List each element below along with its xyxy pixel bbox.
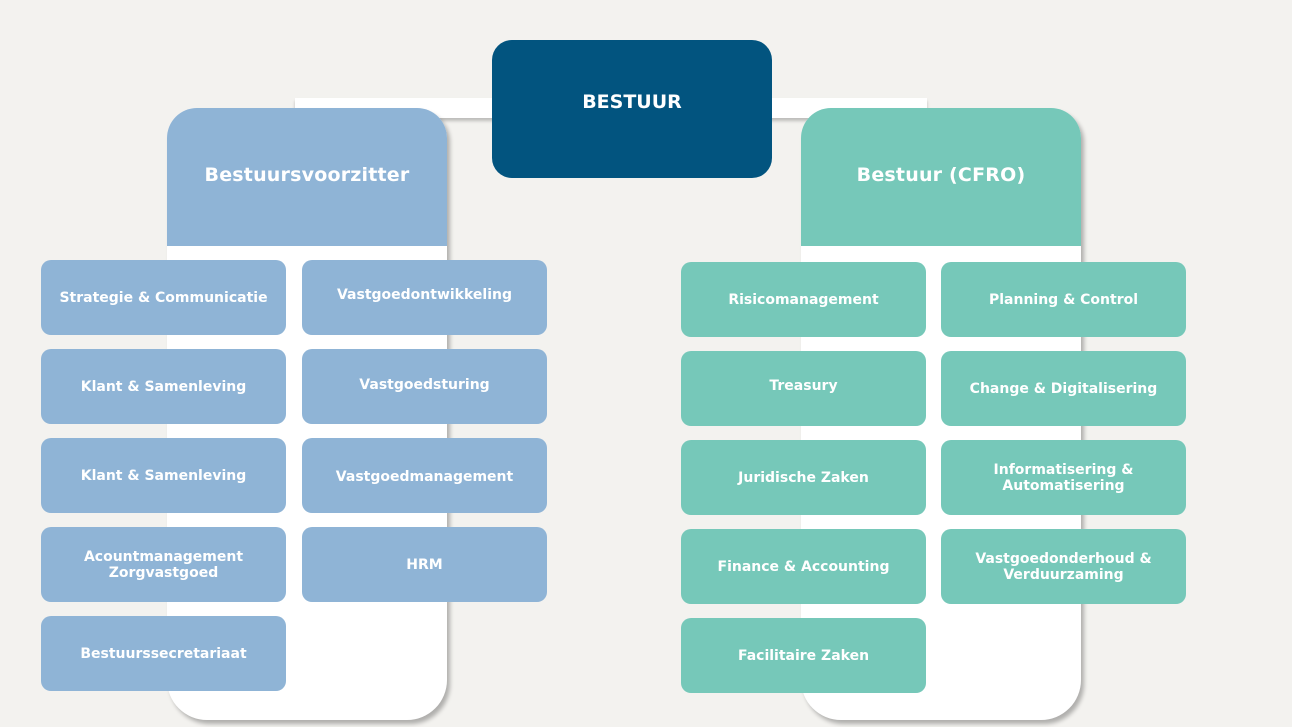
org-unit-label: Risicomanagement [728, 291, 879, 308]
org-unit[interactable]: Facilitaire Zaken [681, 618, 926, 693]
org-unit[interactable]: Vastgoedonderhoud & Verduurzaming [941, 529, 1186, 604]
org-unit[interactable]: Klant & Samenleving [41, 349, 286, 424]
org-unit-label: Klant & Samenleving [80, 378, 247, 395]
left-branch-title: Bestuursvoorzitter [204, 164, 410, 186]
org-unit-label: Vastgoedontwikkeling [336, 286, 513, 303]
org-unit[interactable]: Planning & Control [941, 262, 1186, 337]
org-unit-label: Facilitaire Zaken [737, 647, 870, 664]
org-unit-label: Bestuurssecretariaat [80, 645, 247, 662]
left-branch-header[interactable]: Bestuursvoorzitter [167, 108, 447, 246]
org-unit[interactable]: Juridische Zaken [681, 440, 926, 515]
org-unit-label: Klant & Samenleving [80, 467, 247, 484]
org-unit[interactable]: Strategie & Communicatie [41, 260, 286, 335]
org-unit[interactable]: Klant & Samenleving [41, 438, 286, 513]
org-unit[interactable]: Finance & Accounting [681, 529, 926, 604]
org-unit[interactable]: Bestuurssecretariaat [41, 616, 286, 691]
org-unit-label: Treasury [769, 377, 838, 394]
org-unit-label: Change & Digitalisering [969, 380, 1158, 397]
right-branch-title: Bestuur (CFRO) [856, 164, 1026, 186]
org-unit[interactable]: HRM [302, 527, 547, 602]
org-unit-label: Juridische Zaken [738, 469, 869, 486]
right-branch-header[interactable]: Bestuur (CFRO) [801, 108, 1081, 246]
org-unit-label: Finance & Accounting [717, 558, 890, 575]
org-unit-label: Vastgoedmanagement [335, 469, 514, 485]
org-unit[interactable]: Vastgoedsturing [302, 349, 547, 424]
org-unit-label: Vastgoedonderhoud & Verduurzaming [975, 550, 1152, 583]
org-unit-label: Strategie & Communicatie [59, 289, 268, 306]
org-unit-label: Planning & Control [988, 291, 1139, 308]
org-unit[interactable]: Informatisering & Automatisering [941, 440, 1186, 515]
org-unit-label: Vastgoedsturing [359, 376, 490, 393]
top-node-label: BESTUUR [582, 91, 682, 113]
org-unit[interactable]: Risicomanagement [681, 262, 926, 337]
org-unit[interactable]: Change & Digitalisering [941, 351, 1186, 426]
org-unit-label: HRM [406, 556, 443, 573]
org-unit[interactable]: Treasury [681, 351, 926, 426]
org-unit-label: Informatisering & Automatisering [993, 461, 1134, 494]
org-unit[interactable]: Acountmanagement Zorgvastgoed [41, 527, 286, 602]
org-unit[interactable]: Vastgoedmanagement [302, 438, 547, 513]
top-node-bestuur[interactable]: BESTUUR [492, 40, 772, 178]
org-unit-label: Acountmanagement Zorgvastgoed [83, 548, 244, 581]
org-unit[interactable]: Vastgoedontwikkeling [302, 260, 547, 335]
